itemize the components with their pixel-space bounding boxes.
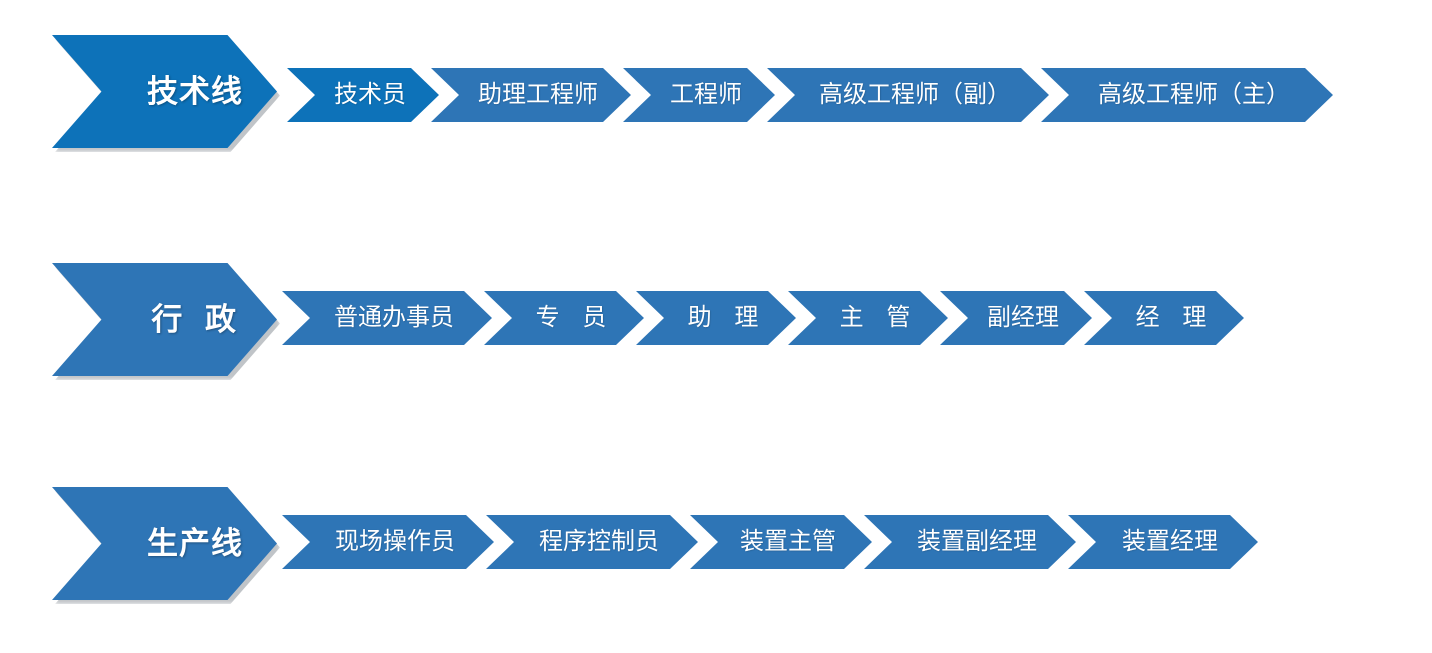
step-label: 助 理 (687, 304, 767, 331)
step-label: 工程师 (670, 81, 742, 108)
step-chevron[interactable]: 助理工程师 (431, 68, 631, 122)
step-label: 专 员 (535, 304, 615, 331)
lane-label-text: 行 政 (151, 302, 243, 337)
step-label: 助理工程师 (478, 81, 598, 108)
step-label: 高级工程师（副） (819, 81, 1011, 108)
step-chevron[interactable]: 高级工程师（副） (767, 68, 1049, 122)
step-label: 现场操作员 (335, 528, 455, 555)
step-chevron[interactable]: 装置经理 (1068, 515, 1258, 569)
step-chevron[interactable]: 装置主管 (690, 515, 872, 569)
step-label: 程序控制员 (539, 528, 659, 555)
step-label: 副经理 (987, 304, 1059, 331)
step-label: 装置经理 (1122, 528, 1218, 555)
lane-label-text: 技术线 (147, 74, 243, 109)
lane-label-text: 生产线 (147, 526, 243, 561)
lane-steps-production: 现场操作员 程序控制员 装置主管 装置副经理 装置经理 (282, 515, 1258, 569)
step-chevron[interactable]: 副经理 (940, 291, 1092, 345)
step-chevron[interactable]: 技术员 (287, 68, 439, 122)
step-chevron[interactable]: 普通办事员 (282, 291, 492, 345)
step-chevron[interactable]: 现场操作员 (282, 515, 494, 569)
step-label: 主 管 (839, 304, 919, 331)
lane-steps-administrative: 普通办事员 专 员 助 理 主 管 副经理 经 理 (282, 291, 1244, 345)
step-label: 经 理 (1135, 304, 1215, 331)
step-label: 高级工程师（主） (1098, 81, 1290, 108)
step-chevron[interactable]: 经 理 (1084, 291, 1244, 345)
step-chevron[interactable]: 助 理 (636, 291, 796, 345)
step-chevron[interactable]: 工程师 (623, 68, 775, 122)
step-chevron[interactable]: 程序控制员 (486, 515, 698, 569)
step-chevron[interactable]: 高级工程师（主） (1041, 68, 1333, 122)
step-label: 普通办事员 (334, 304, 454, 331)
lane-steps-technical: 技术员 助理工程师 工程师 高级工程师（副） 高级工程师（主） (287, 68, 1333, 122)
step-chevron[interactable]: 主 管 (788, 291, 948, 345)
step-label: 装置主管 (740, 528, 836, 555)
step-chevron[interactable]: 专 员 (484, 291, 644, 345)
lane-label-administrative[interactable]: 行 政 (52, 263, 277, 376)
step-chevron[interactable]: 装置副经理 (864, 515, 1076, 569)
step-label: 技术员 (334, 81, 406, 108)
step-label: 装置副经理 (917, 528, 1037, 555)
